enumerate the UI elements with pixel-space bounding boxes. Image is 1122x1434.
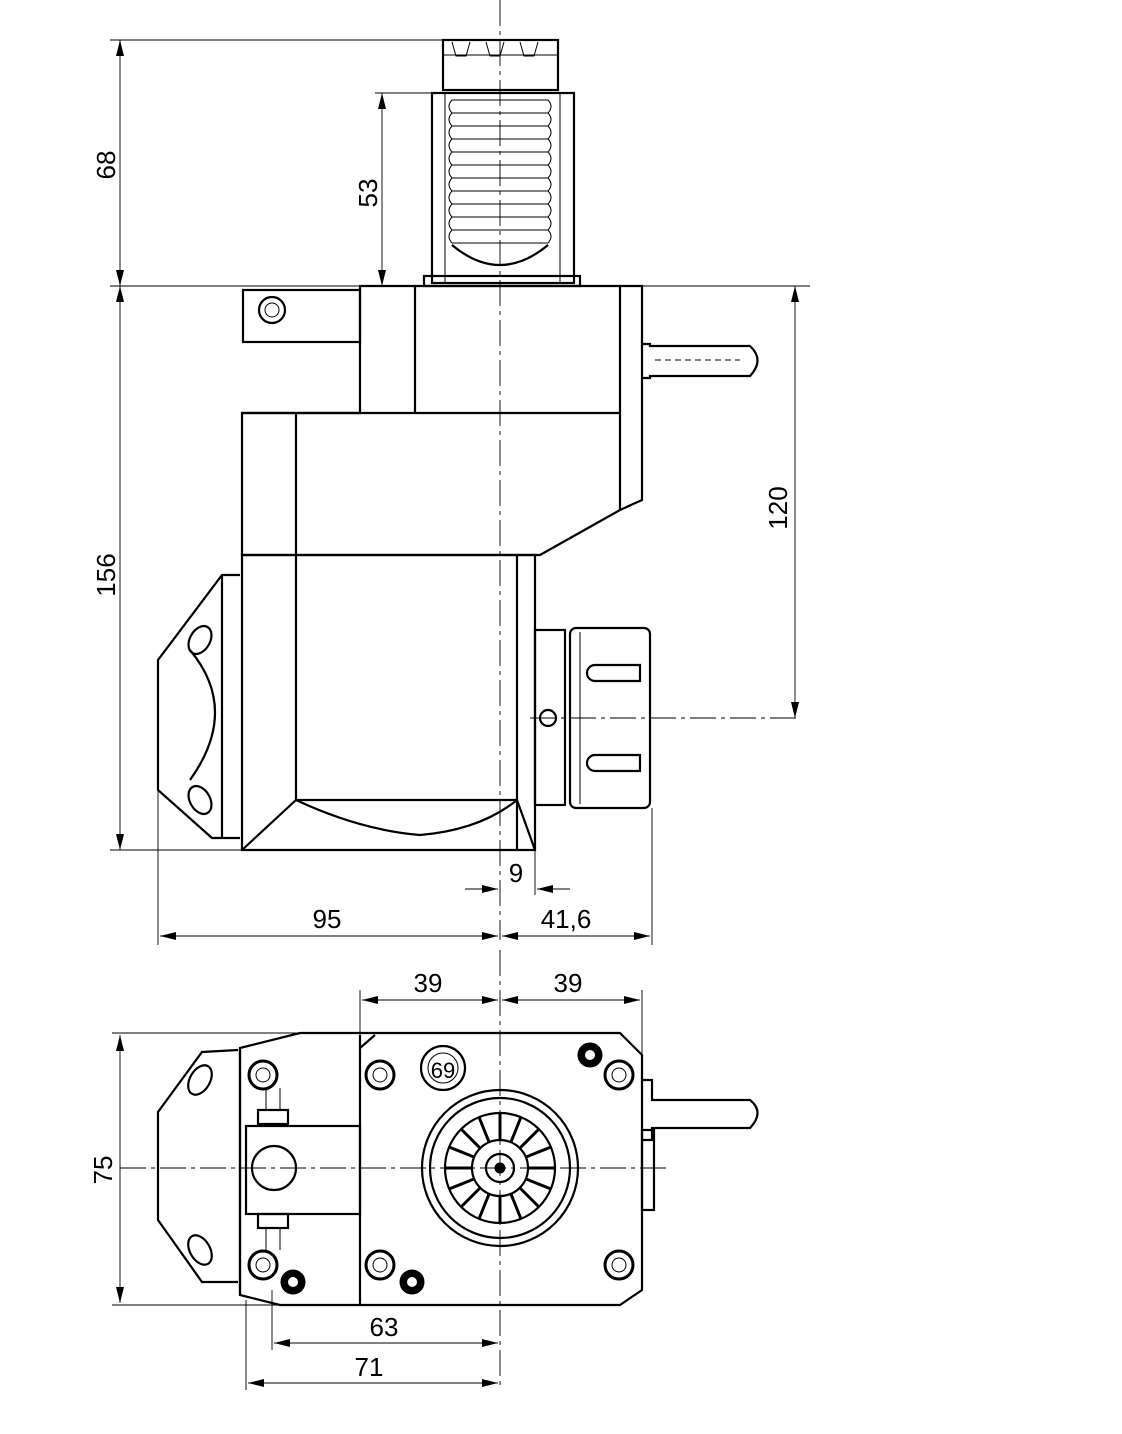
left-flange	[156, 573, 240, 840]
side-collet	[530, 626, 800, 810]
dim-156: 156	[91, 553, 121, 596]
side-view: 68 53 156 120 9 95 41,6	[91, 0, 810, 945]
top-view: 69 39 39 7	[88, 950, 759, 1390]
top-collet-nut	[441, 38, 560, 92]
lower-body	[240, 553, 537, 852]
dim-63: 63	[370, 1312, 399, 1342]
bolts	[247, 1042, 635, 1295]
upper-housing	[240, 284, 644, 557]
spindle-face	[420, 1088, 580, 1248]
dim-41-6: 41,6	[541, 904, 592, 934]
dim-71: 71	[355, 1352, 384, 1382]
marking-69: 69	[431, 1058, 455, 1083]
dim-68: 68	[91, 151, 121, 180]
threaded-shank	[422, 91, 582, 288]
side-view-dimensions	[110, 39, 810, 945]
dim-9: 9	[509, 858, 523, 888]
dim-95: 95	[313, 904, 342, 934]
dim-39-right: 39	[554, 968, 583, 998]
dim-39-left: 39	[414, 968, 443, 998]
reference-pin	[642, 342, 759, 380]
clamp-block	[241, 288, 362, 344]
dim-120: 120	[763, 486, 793, 529]
top-view-dimensions	[112, 990, 643, 1390]
dim-53: 53	[353, 179, 383, 208]
top-view-outline	[156, 1031, 759, 1307]
dim-75: 75	[88, 1156, 118, 1185]
collet-marking: 69	[419, 1044, 467, 1092]
